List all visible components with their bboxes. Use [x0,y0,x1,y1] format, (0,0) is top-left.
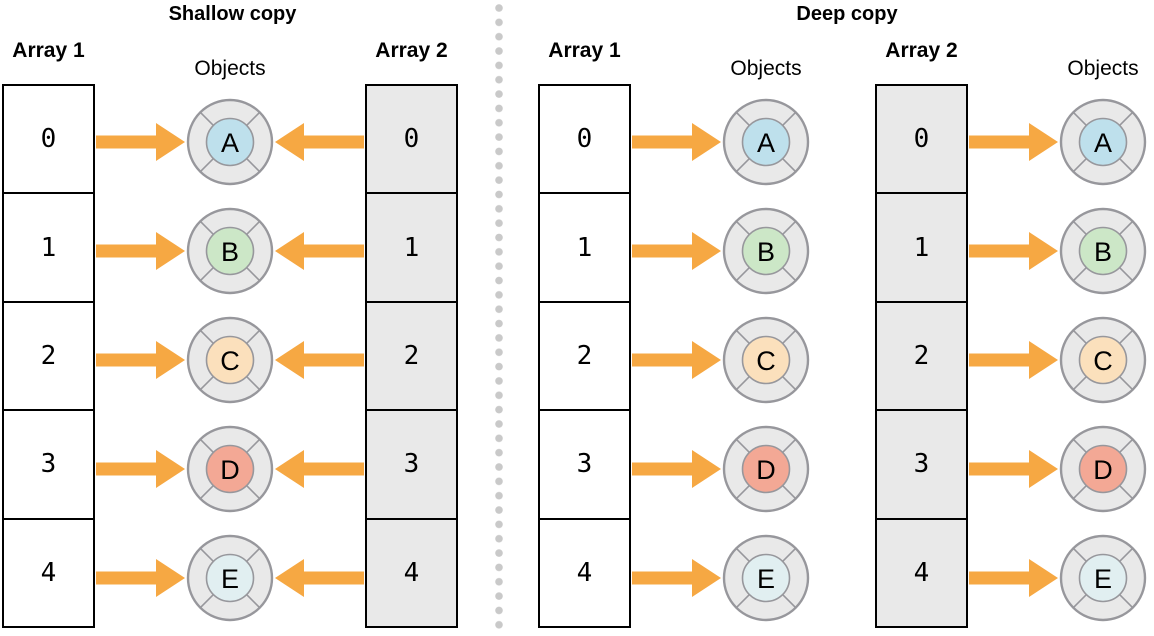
section-title-deep-copy: Deep copy [796,3,898,25]
shallow-array-2-arrows [274,0,364,636]
object-circle-C: C [186,316,274,404]
reference-arrow-left-row-1 [274,231,364,271]
reference-arrow-right-row-0 [969,122,1059,162]
reference-arrow-right-row-3 [632,449,722,489]
array-cell-3: 3 [540,409,629,517]
array-cell-0: 0 [40,124,57,155]
array-cell-1: 1 [367,192,456,300]
object-circle-A: A [722,98,810,186]
object-circle-B: B [186,207,274,295]
svg-text:B: B [1094,237,1112,267]
deep-objects-column-1: A B C D E [722,0,810,636]
array-cell-2: 2 [877,300,966,409]
object-circle-E: E [186,534,274,622]
dotted-section-divider [495,4,503,634]
array-cell-1: 1 [540,192,629,300]
reference-arrow-right-row-0 [632,122,722,162]
svg-text:C: C [220,346,240,376]
object-circle-D: D [186,425,274,513]
svg-text:C: C [1093,346,1113,376]
reference-arrow-right-row-1 [969,231,1059,271]
array-cell-4: 4 [877,517,966,626]
object-circle-C: C [722,316,810,404]
svg-text:B: B [221,237,239,267]
object-circle-A: A [186,98,274,186]
label-shallow-objects: Objects [194,57,266,80]
svg-text:B: B [757,237,775,267]
reference-arrow-right-row-2 [969,340,1059,380]
label-shallow-array-2: Array 2 [375,39,448,62]
object-circle-D: D [722,425,810,513]
array-cell-3: 3 [4,409,93,517]
reference-arrow-right-row-3 [96,449,186,489]
reference-arrow-left-row-2 [274,340,364,380]
reference-arrow-left-row-4 [274,558,364,598]
object-circle-E: E [722,534,810,622]
array-cell-4: 4 [367,517,456,626]
object-circle-A: A [1059,98,1147,186]
reference-arrow-right-row-1 [632,231,722,271]
array-cell-0: 0 [403,124,420,155]
reference-arrow-right-row-4 [632,558,722,598]
deep-array-2-arrows [969,0,1059,636]
array-cell-1: 1 [877,192,966,300]
label-deep-objects-1: Objects [730,57,802,80]
svg-text:D: D [1093,455,1113,485]
svg-text:D: D [756,455,776,485]
svg-text:A: A [757,128,775,158]
object-circle-C: C [1059,316,1147,404]
object-circle-E: E [1059,534,1147,622]
label-deep-array-2: Array 2 [885,39,958,62]
label-deep-array-1: Array 1 [548,39,621,62]
section-title-shallow-copy: Shallow copy [168,3,297,25]
array-cell-0: 0 [913,124,930,155]
object-circle-B: B [1059,207,1147,295]
reference-arrow-right-row-2 [632,340,722,380]
reference-arrow-right-row-2 [96,340,186,380]
shallow-objects-column: A B C D E [186,0,274,636]
object-circle-D: D [1059,425,1147,513]
svg-text:E: E [757,564,775,594]
deep-objects-column-2: A B C D E [1059,0,1147,636]
reference-arrow-left-row-3 [274,449,364,489]
array-cell-1: 1 [4,192,93,300]
label-shallow-array-1: Array 1 [12,39,85,62]
shallow-array-1-arrows [96,0,186,636]
reference-arrow-right-row-4 [96,558,186,598]
svg-text:A: A [221,128,239,158]
svg-text:E: E [1094,564,1112,594]
reference-arrow-right-row-4 [969,558,1059,598]
array-cell-3: 3 [367,409,456,517]
array-cell-3: 3 [877,409,966,517]
array-cell-4: 4 [4,517,93,626]
array-cell-2: 2 [540,300,629,409]
reference-arrow-right-row-1 [96,231,186,271]
deep-array-1-arrows [632,0,722,636]
object-circle-B: B [722,207,810,295]
svg-text:C: C [756,346,776,376]
array-cell-0: 0 [576,124,593,155]
label-deep-objects-2: Objects [1067,57,1139,80]
array-cell-4: 4 [540,517,629,626]
svg-text:D: D [220,455,240,485]
array-cell-2: 2 [367,300,456,409]
reference-arrow-right-row-0 [96,122,186,162]
svg-text:E: E [221,564,239,594]
svg-text:A: A [1094,128,1112,158]
reference-arrow-right-row-3 [969,449,1059,489]
reference-arrow-left-row-0 [274,122,364,162]
array-cell-2: 2 [4,300,93,409]
